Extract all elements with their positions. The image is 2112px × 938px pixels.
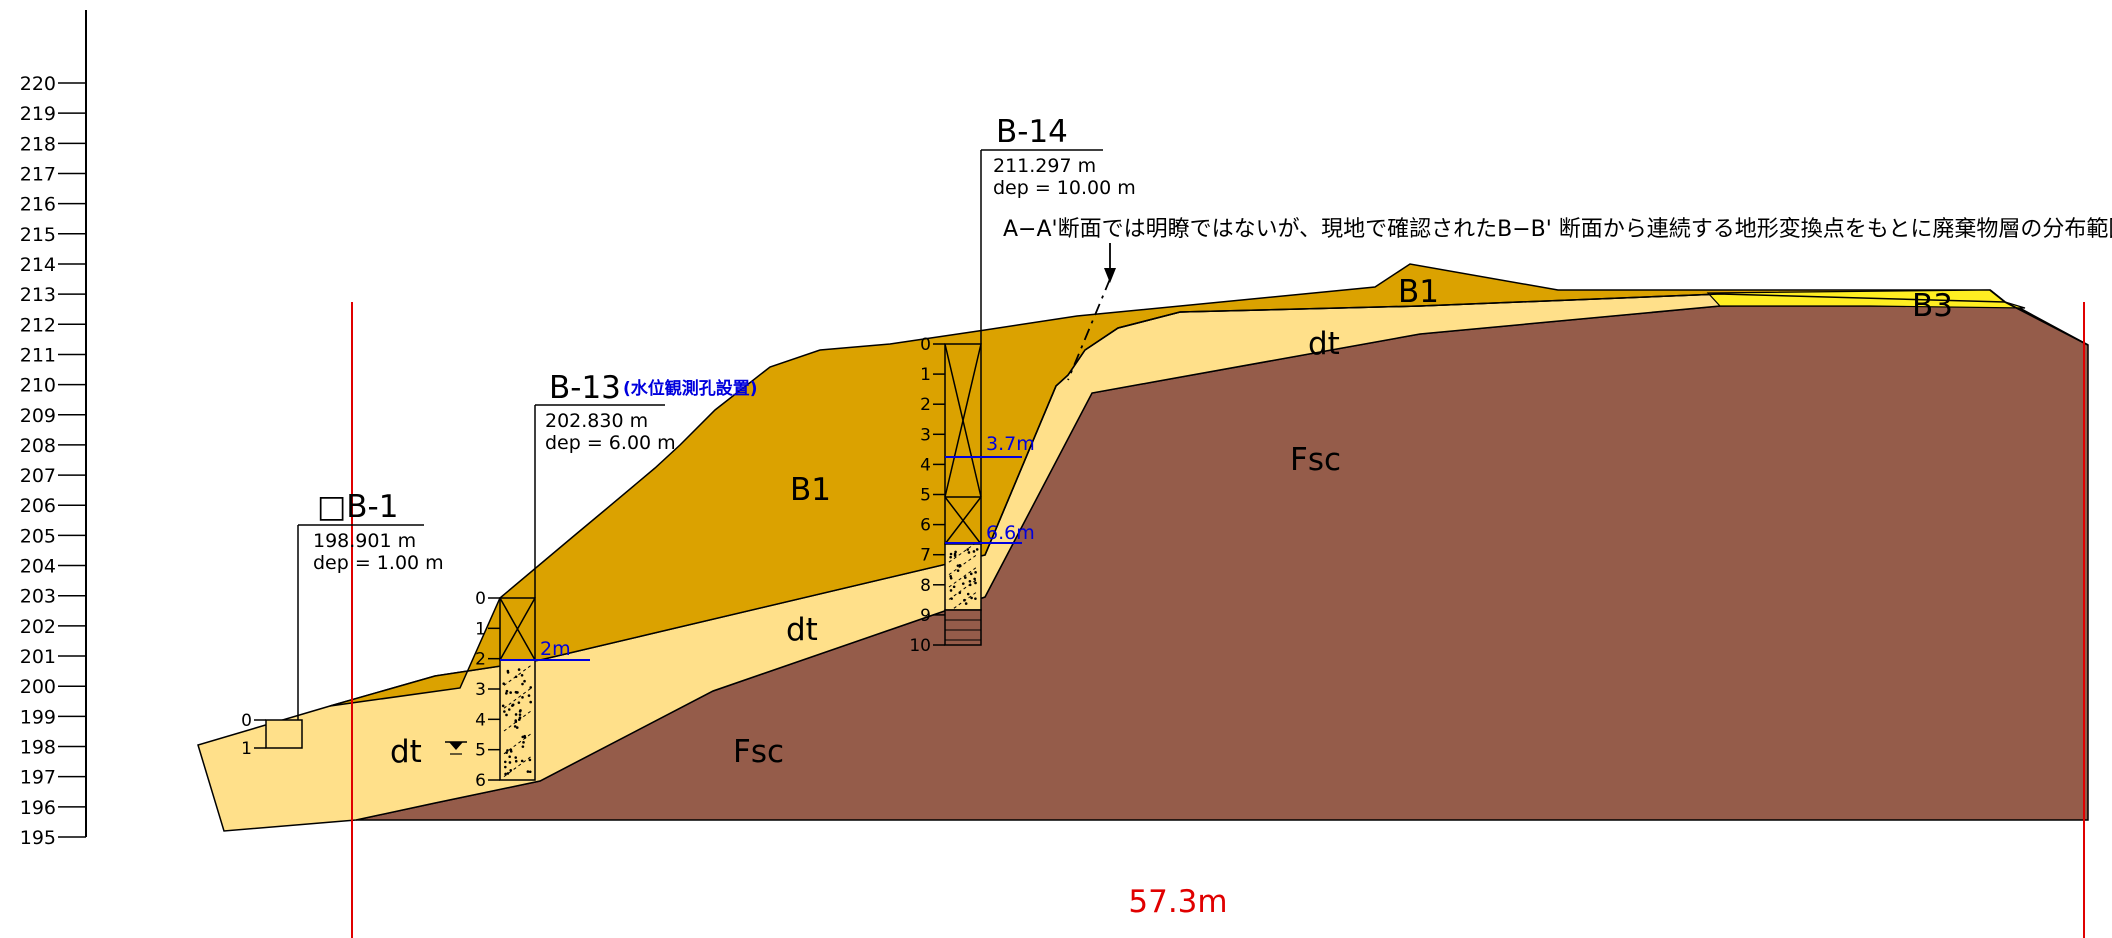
borehole-b14-depth-scale: 0 1 2 3 4 5 6 7 8 9 10 [909, 335, 945, 656]
layer-labels: B1 B1 B3 dt dt dt Fsc Fsc [390, 274, 1953, 770]
axis-tick-label: 218 [20, 133, 56, 155]
axis-tick-label: 205 [20, 525, 56, 547]
axis-tick-label: 213 [20, 284, 56, 306]
layer-label-b3: B3 [1912, 288, 1953, 324]
layer-label-fsc-upper: Fsc [1290, 442, 1341, 478]
depth-tick-label: 5 [920, 486, 931, 506]
depth-tick-label: 0 [241, 711, 252, 731]
borehole-b14-log-bottom [944, 609, 982, 646]
depth-tick-label: 9 [920, 606, 931, 626]
axis-tick-label: 209 [20, 405, 56, 427]
depth-tick-label: 8 [920, 576, 931, 596]
axis-tick-label: 206 [20, 495, 56, 517]
axis-tick-label: 196 [20, 797, 56, 819]
depth-tick-label: 4 [475, 710, 486, 730]
borehole-b14-depth: dep = 10.00 m [993, 177, 1136, 199]
borehole-b14-elevation: 211.297 m [993, 155, 1096, 177]
axis-tick-label: 219 [20, 103, 56, 125]
depth-tick-label: 6 [920, 516, 931, 536]
depth-tick-label: 5 [475, 741, 486, 761]
axis-tick-label: 200 [20, 676, 56, 698]
borehole-b1-name: □B-1 [317, 489, 398, 525]
borehole-b13-note: (水位観測孔設置) [623, 378, 758, 399]
depth-tick-label: 1 [475, 619, 486, 639]
axis-tick-label: 198 [20, 737, 56, 759]
borehole-b14-name: B-14 [996, 114, 1068, 150]
borehole-b1-depth-scale: 01 [241, 711, 266, 759]
borehole-b14-cross-hatch [944, 343, 982, 545]
dt-b1-boundary [984, 293, 2006, 556]
borehole-b14-water-level-1: 3.7m [986, 433, 1035, 455]
axis-tick-label: 199 [20, 706, 56, 728]
inferred-boundary-dashed [1067, 278, 1111, 381]
layer-label-dt-upper: dt [1308, 326, 1340, 362]
borehole-b1-depth: dep = 1.00 m [313, 552, 444, 574]
borehole-b13-water-level: 2m [540, 638, 571, 660]
depth-tick-label: 0 [475, 589, 486, 609]
axis-tick-label: 215 [20, 224, 56, 246]
borehole-b13-cross-hatch [499, 597, 536, 661]
depth-tick-label: 1 [920, 365, 931, 385]
borehole-b14: B-14 211.297 m dep = 10.00 m 3.7m 6.6m 0… [909, 114, 1135, 656]
water-table-symbol [445, 741, 467, 755]
axis-tick-label: 210 [20, 375, 56, 397]
axis-tick-label: 197 [20, 767, 56, 789]
borehole-b13-gravel [501, 664, 533, 778]
b3-layer [1706, 289, 2026, 309]
axis-tick-label: 214 [20, 254, 56, 276]
layer-label-dt-left: dt [390, 734, 422, 770]
borehole-b1-elevation: 198.901 m [313, 530, 416, 552]
depth-tick-label: 0 [920, 335, 931, 355]
axis-tick-label: 208 [20, 435, 56, 457]
layer-label-b1-upper: B1 [1398, 274, 1439, 310]
borehole-b13-depth-scale: 0 1 2 3 4 5 6 [475, 589, 500, 791]
borehole-b14-water-level-2: 6.6m [986, 522, 1035, 544]
inferred-extent-annotation: A−A'断面では明瞭ではないが、現地で確認されたB−B' 断面から連続する地形変… [1003, 217, 2112, 242]
axis-tick-label: 202 [20, 616, 56, 638]
section-width-label: 57.3m [1128, 884, 1227, 920]
axis-tick-label: 220 [20, 73, 56, 95]
axis-tick-label: 212 [20, 314, 56, 336]
axis-tick-label: 195 [20, 827, 56, 849]
annotation-arrow [1104, 243, 1116, 283]
borehole-b14-hatch-bottom [945, 619, 981, 641]
axis-tick-label: 207 [20, 465, 56, 487]
borehole-b13-name: B-13 [549, 370, 621, 406]
depth-tick-label: 1 [241, 739, 252, 759]
layer-label-dt-middle: dt [786, 612, 818, 648]
axis-tick-label: 203 [20, 586, 56, 608]
axis-tick-label: 216 [20, 194, 56, 216]
depth-tick-label: 6 [475, 771, 486, 791]
borehole-b13: B-13 (水位観測孔設置) 202.830 m dep = 6.00 m 2m… [445, 370, 758, 791]
borehole-b13-depth: dep = 6.00 m [545, 432, 676, 454]
depth-tick-label: 7 [920, 546, 931, 566]
borehole-b1-log [265, 719, 303, 749]
depth-tick-label: 3 [475, 680, 486, 700]
layers [197, 263, 2089, 832]
depth-tick-label: 2 [475, 650, 486, 670]
axis-tick-label: 204 [20, 556, 56, 578]
axis-tick-label: 217 [20, 163, 56, 185]
elevation-axis: 220 219 218 217 216 215 214 213 212 211 210 209 208 2… [20, 10, 87, 849]
borehole-b13-elevation: 202.830 m [545, 410, 648, 432]
depth-tick-label: 4 [920, 455, 931, 475]
ground-surface-right [1989, 289, 2089, 346]
depth-tick-label: 2 [920, 395, 931, 415]
borehole-b14-gravel [948, 541, 979, 613]
borehole-b14-log-upper [944, 343, 982, 545]
depth-tick-label: 10 [909, 636, 931, 656]
borehole-b1: □B-1 198.901 m dep = 1.00 m 01 [241, 489, 444, 759]
axis-tick-label: 211 [20, 344, 56, 366]
axis-tick-label: 201 [20, 646, 56, 668]
layer-label-b1-lower: B1 [790, 472, 831, 508]
layer-label-fsc-lower: Fsc [733, 734, 784, 770]
depth-tick-label: 3 [920, 425, 931, 445]
